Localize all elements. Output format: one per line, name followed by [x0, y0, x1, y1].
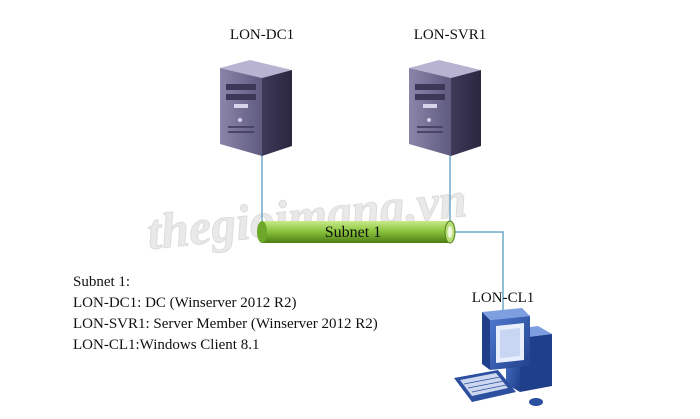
node-label-lon-svr1: LON-SVR1	[413, 27, 487, 43]
workstation-icon	[454, 308, 552, 406]
notes-line: LON-SVR1: Server Member (Winserver 2012 …	[73, 316, 378, 332]
node-label-lon-cl1: LON-CL1	[471, 290, 535, 306]
watermark: thegioimang.vn	[144, 171, 469, 260]
link-cl1	[450, 231, 504, 312]
subnet-bus-label: Subnet 1	[324, 224, 382, 241]
server-icon	[409, 60, 481, 156]
node-label-lon-dc1: LON-DC1	[229, 27, 295, 43]
subnet-bus	[257, 220, 456, 244]
notes-line: LON-DC1: DC (Winserver 2012 R2)	[73, 295, 297, 311]
server-icon	[220, 60, 292, 156]
notes-block: Subnet 1: LON-DC1: DC (Winserver 2012 R2…	[73, 272, 378, 356]
notes-line: LON-CL1:Windows Client 8.1	[73, 337, 260, 353]
notes-heading: Subnet 1:	[73, 274, 131, 290]
